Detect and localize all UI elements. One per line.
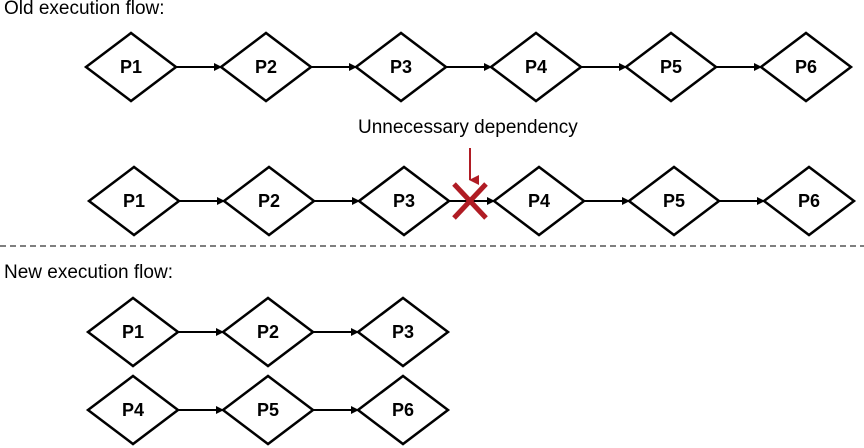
overlay-layer [0, 148, 864, 247]
process-label: P6 [392, 400, 414, 420]
process-label: P6 [795, 57, 817, 77]
new-row-2-node: P6 [355, 374, 451, 446]
process-diamond [220, 296, 316, 368]
old-row-1-node: P5 [623, 31, 719, 103]
process-label: P5 [663, 191, 685, 211]
process-label: P6 [798, 191, 820, 211]
process-diamond [488, 31, 584, 103]
process-label: P2 [258, 191, 280, 211]
old-row-2-node: P1 [86, 165, 182, 237]
process-label: P5 [257, 400, 279, 420]
process-label: P4 [525, 57, 547, 77]
new-flow-title: New execution flow: [4, 262, 173, 283]
process-label: P4 [122, 400, 144, 420]
process-diamond [623, 31, 719, 103]
process-label: P3 [390, 57, 412, 77]
old-row-1-node: P3 [353, 31, 449, 103]
old-row-2-node: P5 [626, 165, 722, 237]
process-diamond [221, 165, 317, 237]
process-diamond [761, 165, 857, 237]
process-diamond [83, 31, 179, 103]
process-diamond [355, 296, 451, 368]
process-label: P3 [393, 191, 415, 211]
old-row-1-node: P1 [83, 31, 179, 103]
new-row-1-node: P1 [85, 296, 181, 368]
old-flow-title: Old execution flow: [4, 0, 165, 19]
old-row-2-node: P2 [221, 165, 317, 237]
new-row-1-node: P3 [355, 296, 451, 368]
unnecessary-dependency-label: Unnecessary dependency [358, 117, 578, 138]
process-label: P3 [392, 322, 414, 342]
process-diamond [353, 31, 449, 103]
process-diamond [85, 296, 181, 368]
process-diamond [758, 31, 854, 103]
old-row-2-node: P3 [356, 165, 452, 237]
new-row-1-node: P2 [220, 296, 316, 368]
process-label: P2 [257, 322, 279, 342]
process-label: P4 [528, 191, 550, 211]
process-diamond [220, 374, 316, 446]
process-label: P1 [123, 191, 145, 211]
process-diamond [356, 165, 452, 237]
cross-icon [452, 182, 488, 220]
process-diamond [626, 165, 722, 237]
process-diamond [491, 165, 587, 237]
process-label: P1 [120, 57, 142, 77]
old-row-2-node: P6 [761, 165, 857, 237]
process-label: P1 [122, 322, 144, 342]
process-diamond [218, 31, 314, 103]
new-row-2-node: P5 [220, 374, 316, 446]
process-diamond [355, 374, 451, 446]
process-diamond [85, 374, 181, 446]
process-diamond [86, 165, 182, 237]
old-row-1-node: P4 [488, 31, 584, 103]
process-label: P2 [255, 57, 277, 77]
old-row-1-node: P2 [218, 31, 314, 103]
old-row-2-node: P4 [491, 165, 587, 237]
old-row-1-node: P6 [758, 31, 854, 103]
new-row-2-node: P4 [85, 374, 181, 446]
process-label: P5 [660, 57, 682, 77]
